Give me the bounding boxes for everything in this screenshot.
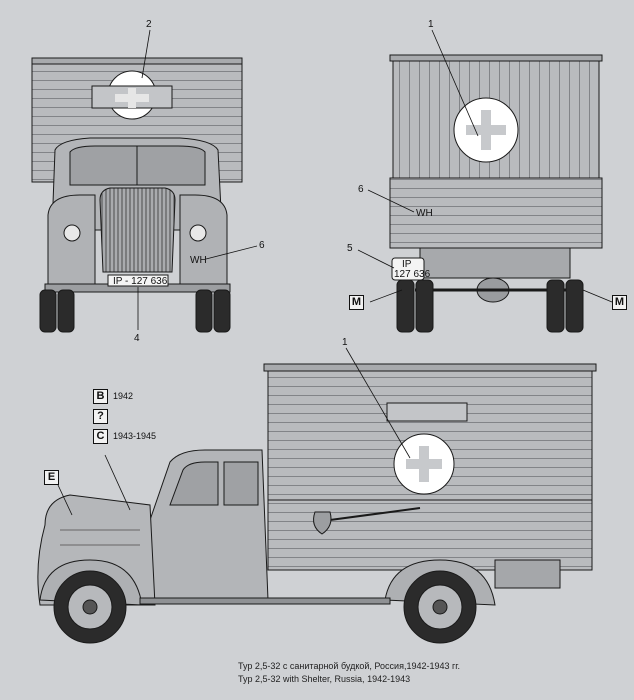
callout-side-top: 1 (342, 337, 348, 348)
marker-e: E (44, 470, 59, 485)
front-tire-1 (39, 289, 57, 333)
rear-roof (389, 54, 603, 62)
callout-rear-top: 1 (428, 19, 434, 30)
callout-front-bottom: 4 (134, 333, 140, 344)
front-grille (99, 187, 176, 273)
marker-line-m-left (369, 289, 403, 303)
front-fender-right (179, 194, 228, 291)
callout-line-rear-top (431, 29, 479, 137)
side-shovel-handle (329, 507, 421, 521)
rear-tire-2 (415, 279, 434, 333)
side-rear-hub-cap (432, 599, 448, 615)
front-view (31, 57, 243, 333)
rear-cross-h (466, 125, 506, 135)
side-cross-h (406, 459, 442, 469)
side-roof (263, 363, 597, 372)
side-cab-window (169, 461, 219, 506)
legend-key-q: ? (93, 409, 108, 424)
rear-chassis (419, 247, 571, 279)
side-window (386, 402, 468, 422)
rear-tire-1 (396, 279, 415, 333)
legend-key-b: B (93, 389, 108, 404)
legend-text-b: 1942 (113, 391, 134, 401)
front-tire-4 (213, 289, 231, 333)
front-roof (31, 57, 243, 65)
front-wh-mark: WH (190, 255, 207, 266)
callout-line-front-top (141, 29, 151, 79)
callout-line-rear-six (367, 189, 415, 213)
side-front-hub-cap (82, 599, 98, 615)
marker-line-m-right (582, 289, 613, 303)
callout-line-rear-five (357, 249, 395, 269)
rear-plate-bottom: 127 636 (394, 269, 431, 280)
legend-pointer-line (104, 454, 131, 511)
legend-key-c: C (93, 429, 108, 444)
legend-text-c: 1943-1945 (113, 431, 157, 441)
rear-view (389, 54, 603, 333)
rear-plate-box (391, 257, 425, 281)
rear-tailgate (389, 177, 603, 249)
rear-wh-mark: WH (416, 208, 433, 219)
rear-tire-4 (565, 279, 584, 333)
marker-m-left: M (349, 295, 364, 310)
rear-plate-top: IP (402, 259, 412, 270)
callout-rear-five: 5 (347, 243, 353, 254)
caption-english: Typ 2,5-32 with Shelter, Russia, 1942-19… (238, 674, 411, 684)
rear-tire-3 (546, 279, 565, 333)
front-tire-2 (57, 289, 75, 333)
marker-m-right: M (612, 295, 627, 310)
callout-front-right: 6 (259, 240, 265, 251)
callout-front-top: 2 (146, 19, 152, 30)
headlight-left (63, 224, 81, 242)
side-toolbox (494, 559, 561, 589)
front-fender-left (47, 194, 96, 291)
marker-line-e (57, 484, 73, 516)
front-plate-box (107, 274, 169, 287)
callout-line-side-top (345, 347, 411, 459)
front-plate-text: IP - 127 636 (113, 276, 168, 287)
callout-rear-six: 6 (358, 184, 364, 195)
caption-russian: Тур 2,5-32 с санитарной будкой, Россия,1… (238, 661, 460, 671)
side-rear-window (223, 461, 259, 506)
front-tire-3 (195, 289, 213, 333)
headlight-right (189, 224, 207, 242)
front-cross-h (115, 94, 149, 102)
side-shovel-blade (313, 511, 332, 535)
callout-line-front-right (205, 245, 258, 260)
side-view (37, 363, 597, 644)
side-running-board (139, 597, 391, 605)
